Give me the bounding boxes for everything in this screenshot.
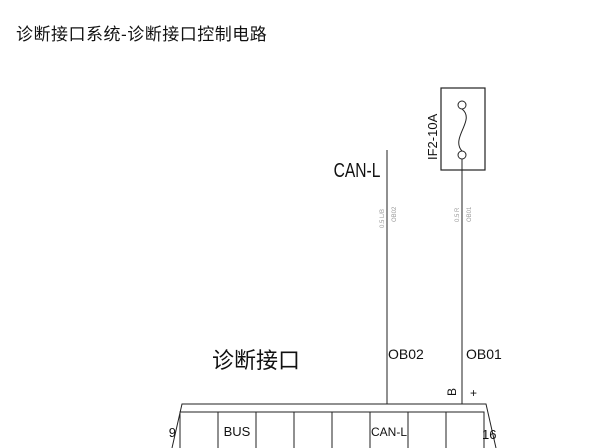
wire-code-ob01: OB01	[466, 346, 502, 362]
pin-number-last: 16	[482, 427, 496, 442]
connector-outline	[171, 403, 497, 448]
wire-spec-power: 0.5 R	[455, 207, 461, 222]
fuse-terminal-top	[457, 100, 467, 110]
cell-label-can-l: CAN-L	[371, 425, 407, 439]
cell-label-bus: BUS	[224, 424, 251, 439]
wire-code-ob02: OB02	[388, 346, 424, 362]
fuse-label: IF2-10A	[425, 113, 440, 160]
connector-title: 诊断接口	[212, 349, 300, 374]
can-l-signal-label: CAN-L	[334, 159, 381, 181]
page-title: 诊断接口系统-诊断接口控制电路	[16, 25, 268, 45]
fuse-terminal-bottom	[457, 150, 467, 160]
wire-spec-can-l: 0.5 L/B	[380, 209, 386, 228]
fuse-element	[458, 108, 467, 152]
wire-code-small-can-l: OB02	[392, 206, 398, 222]
pin-number-first: 9	[169, 425, 176, 440]
diagnostic-connector: 9 16 BUS CAN-L	[169, 403, 497, 448]
pin-polarity-plus: +	[470, 386, 477, 400]
pin-letter-b: B	[445, 388, 459, 396]
fuse-if2-10a: IF2-10A	[425, 87, 486, 171]
fuse-body	[440, 87, 486, 171]
wire-code-small-power: OB01	[467, 206, 473, 222]
